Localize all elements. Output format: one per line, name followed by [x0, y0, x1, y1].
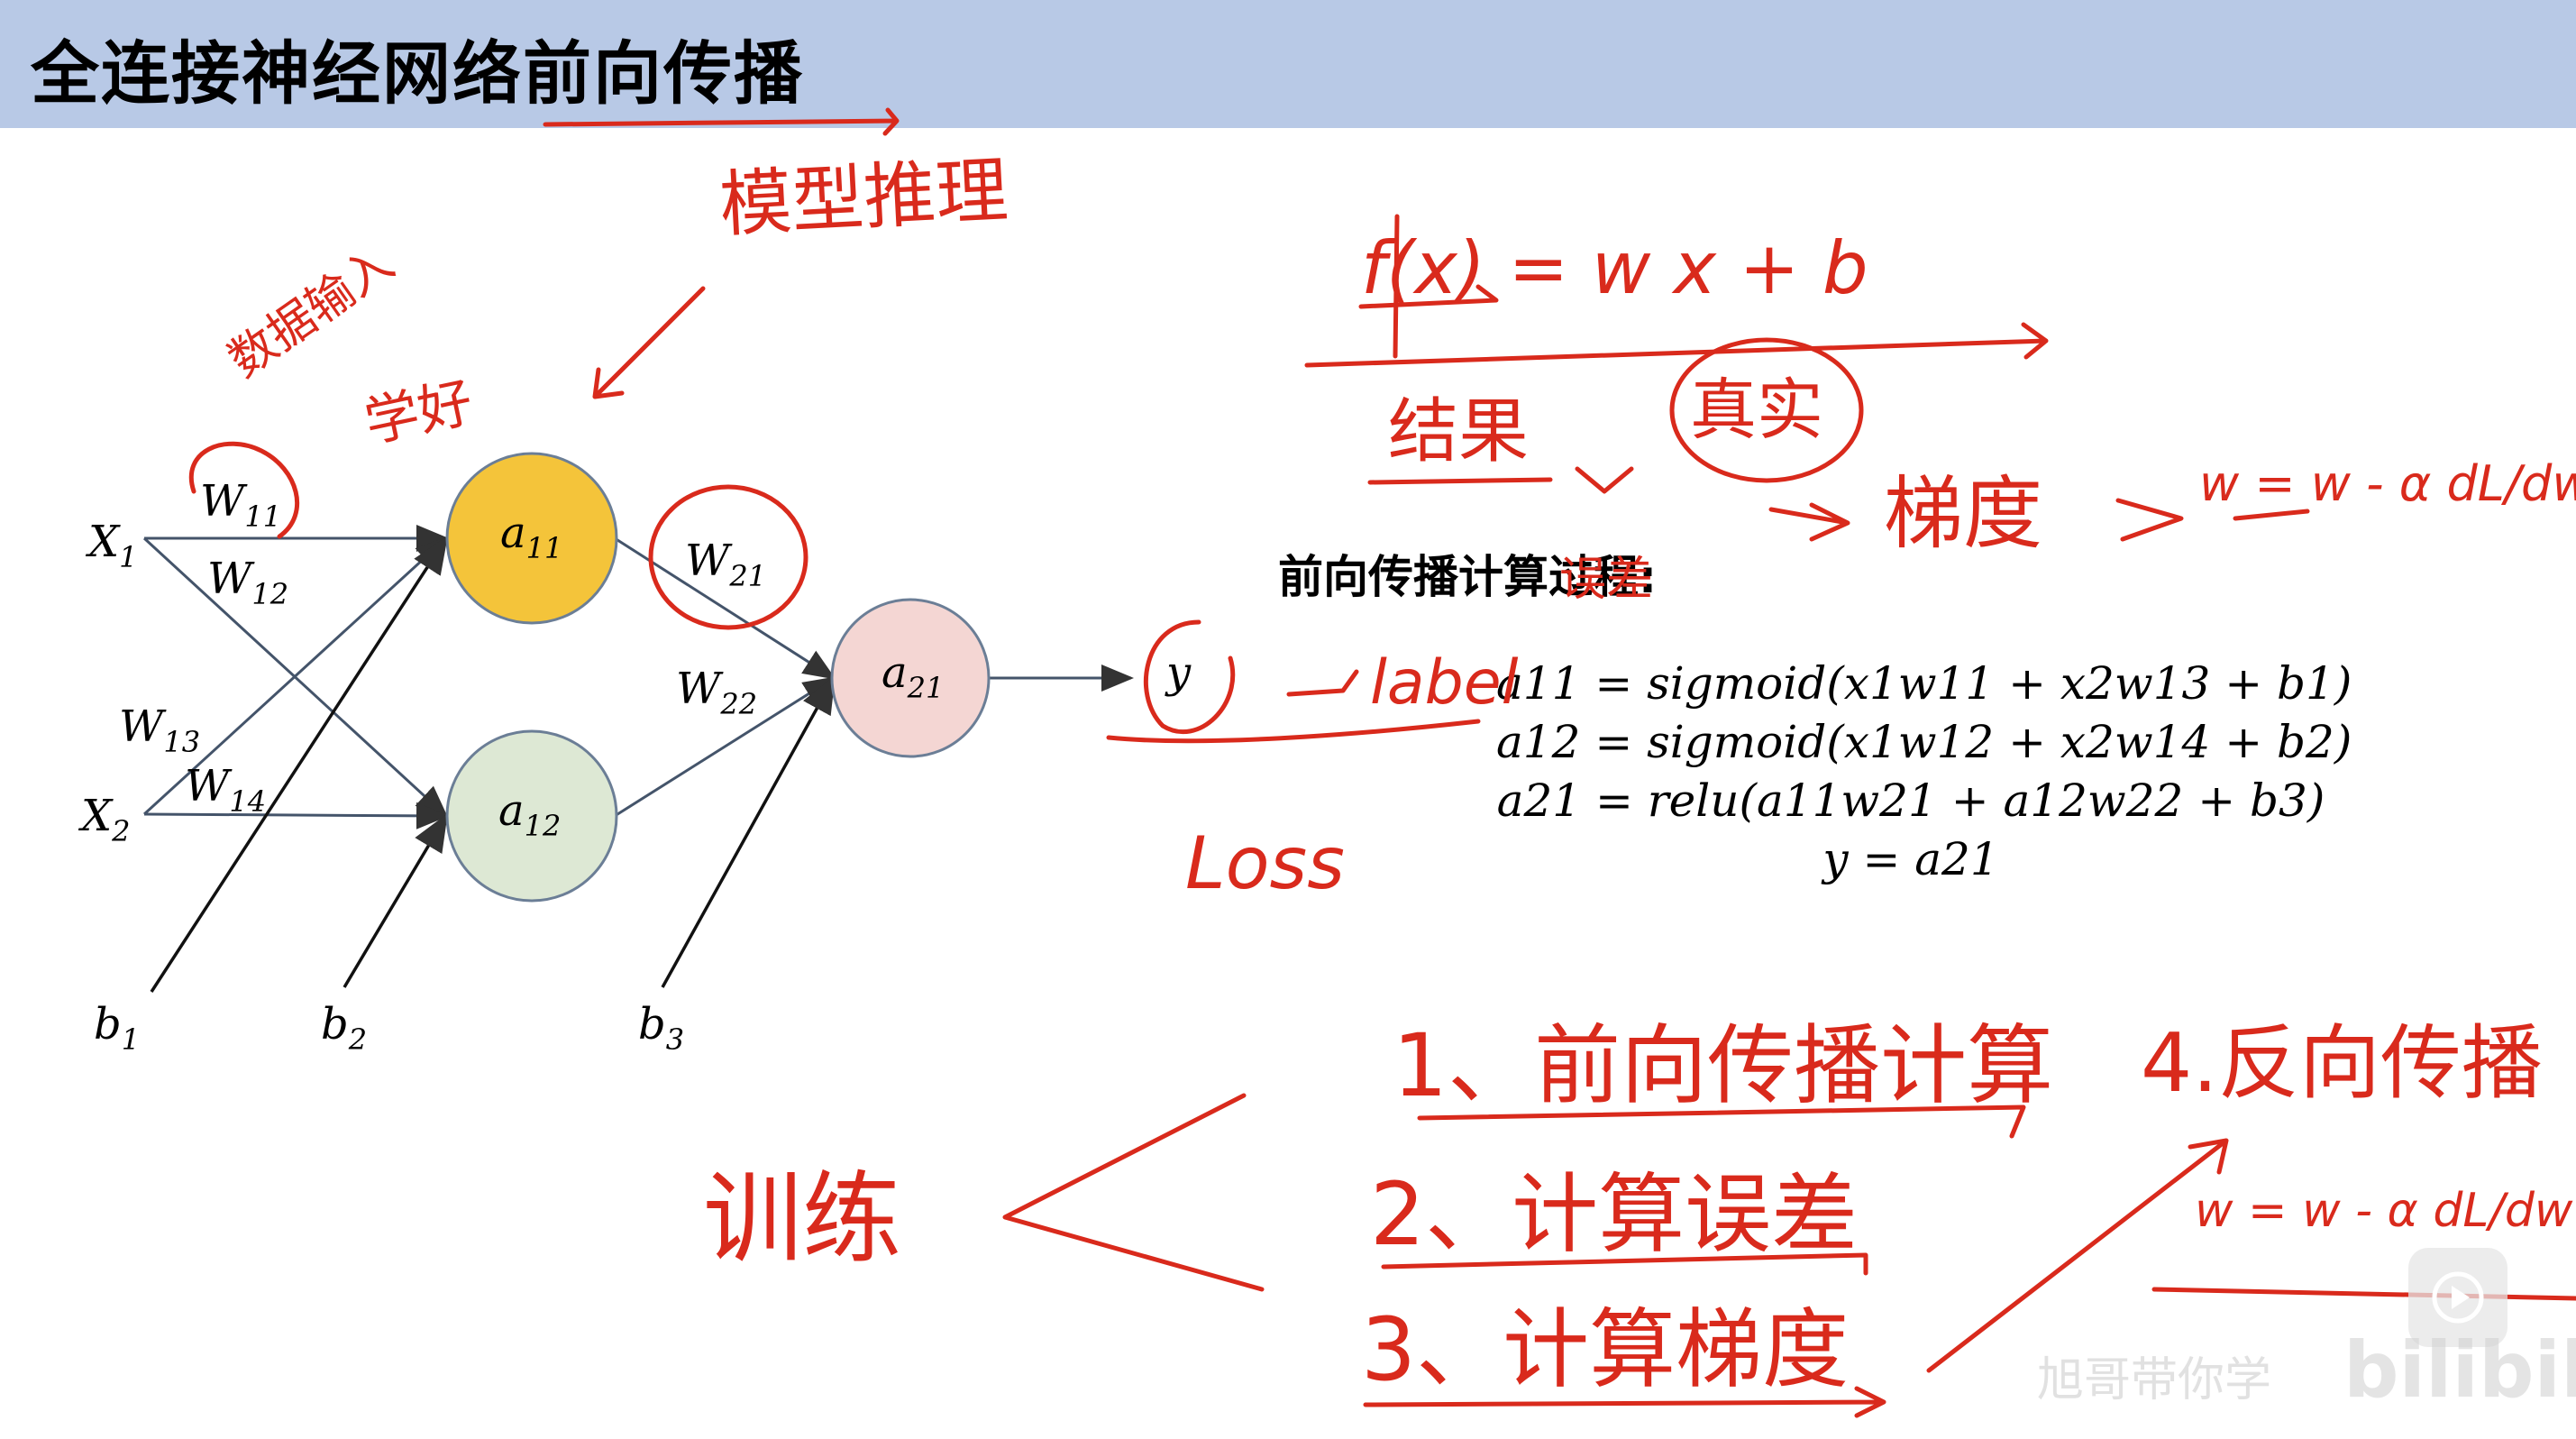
annotation-model-inference: 模型推理: [717, 148, 1009, 247]
computation-heading: 前向传播计算过程:: [1278, 551, 1657, 603]
annotation-step-1: 1、前向传播计算: [1393, 1015, 2053, 1116]
output-y-label: y: [1165, 647, 1192, 698]
y-circle: [1143, 619, 1236, 734]
annotation-error: 误差: [1559, 553, 1653, 607]
inference-arrow: [592, 286, 706, 399]
annotation-learn-good: 学好: [360, 371, 479, 454]
annotation-result: 结果: [1388, 391, 1529, 472]
formula-underline-2: [1358, 284, 1499, 309]
edge-w13: [142, 536, 449, 816]
title-bar: 全连接神经网络前向传播: [0, 0, 2576, 128]
annotation-data-input: 数据输入: [219, 236, 404, 388]
edge-b3: [661, 674, 836, 988]
annotation-train: 训练: [703, 1161, 901, 1277]
annotation-truth: 真实: [1690, 371, 1823, 449]
train-bracket: [1002, 1093, 1265, 1292]
title-underline: [543, 107, 900, 136]
slide-title: 全连接神经网络前向传播: [31, 33, 804, 114]
annotation-gradient: 梯度: [1884, 467, 2042, 560]
node-a12: [445, 729, 618, 903]
annotation-backprop-update: w = w - α dL/dw: [2195, 1184, 2573, 1238]
annotation-formula: f(x) = w x + b: [1361, 226, 1868, 310]
play-button[interactable]: [2408, 1248, 2507, 1347]
input-x2-label: X2: [78, 791, 131, 848]
annotation-step-3: 3、计算梯度: [1361, 1299, 1849, 1400]
equation-a11: a11 = sigmoid(x1w11 + x2w13 + b1): [1496, 657, 2352, 710]
equation-a21: a21 = relu(a11w21 + a12w22 + b3): [1496, 774, 2325, 827]
play-icon: [2432, 1271, 2484, 1324]
equation-y: y = a21: [1822, 833, 1999, 885]
node-a21: [830, 598, 991, 758]
watermark-logo: bilibili: [2343, 1325, 2576, 1416]
edge-w22: [614, 676, 836, 818]
edge-w14: [143, 802, 449, 829]
watermark-author: 旭哥带你学: [2037, 1353, 2272, 1407]
weight-w13-label: W13: [119, 701, 200, 759]
equations-block: a11 = sigmoid(x1w11 + x2w13 + b1) a12 = …: [1496, 655, 2352, 889]
edge-b1: [150, 536, 448, 993]
formula-underline: [1304, 322, 2049, 368]
truth-circle: [1669, 337, 1864, 483]
w21-circle: [648, 484, 808, 630]
annotation-label: label: [1370, 647, 1519, 719]
annotation-step-2: 2、计算误差: [1370, 1164, 1858, 1265]
node-a11: [445, 452, 618, 625]
annotation-backprop: 4.反向传播: [2141, 1016, 2543, 1111]
weight-w21-label: W21: [685, 536, 766, 593]
annotation-loss: Loss: [1185, 821, 1345, 905]
equation-a12: a12 = sigmoid(x1w12 + x2w14 + b2): [1496, 716, 2352, 768]
node-a12-label: a12: [498, 785, 561, 843]
annotation-update: w = w - α dL/dw: [2199, 455, 2576, 512]
edge-b2: [343, 812, 448, 988]
